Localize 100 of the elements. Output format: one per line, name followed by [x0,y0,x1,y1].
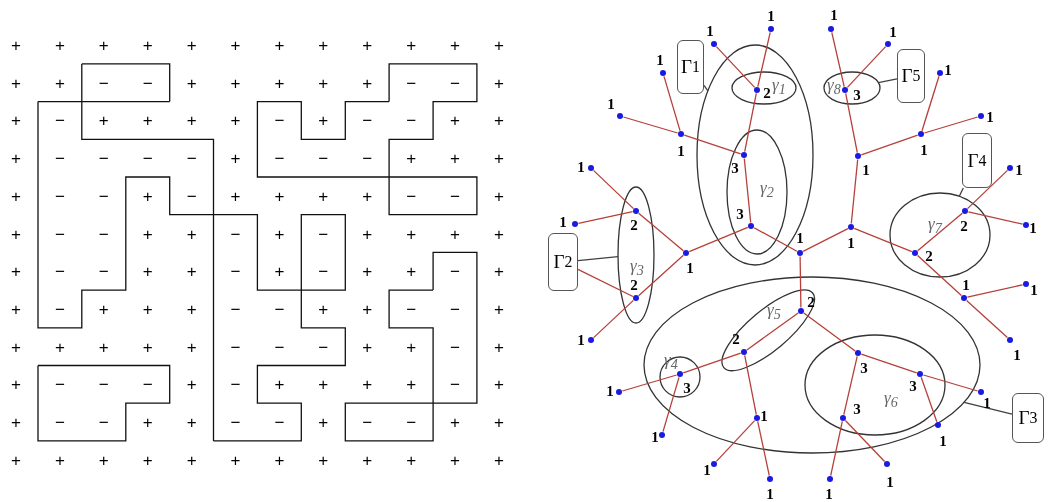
vertex-dot [962,208,968,214]
grid-sign: − [142,74,153,92]
vertex-label: 3 [853,87,861,103]
grid-sign: + [186,111,197,129]
vertex-label: 1 [656,52,664,68]
vertex-dot [754,87,760,93]
vertex-label: 3 [683,380,691,396]
grid-sign: − [450,300,460,318]
grid-sign: − [450,338,460,356]
grid-sign: + [142,187,153,205]
grid-sign: + [11,451,21,469]
vertex-dot [633,295,639,301]
grid-sign: + [142,338,153,356]
vertex-dot [741,349,747,355]
grid-sign: + [450,225,460,242]
vertex-dot [918,131,924,137]
vertex-label: 1 [706,23,714,39]
vertex-dot [935,422,941,428]
vertex-label: 1 [796,230,804,246]
tree-edge [967,211,1024,225]
grid-sign: + [230,149,241,167]
grid-sign: + [11,413,21,431]
grid-sign: − [230,413,241,431]
vertex-dot [855,350,861,356]
tree-edge [802,227,849,253]
tree-edge [746,312,799,351]
contour-ellipse [732,72,796,104]
grid-sign: + [406,375,417,393]
grid-sign: + [274,36,285,54]
grid-sign: + [186,74,197,92]
vertex-label: 1 [886,474,894,490]
grid-sign: + [11,187,21,205]
ellipse-label: γ$_{5}$ [767,300,781,324]
grid-sign: − [98,225,109,242]
tree-edge [688,226,749,253]
grid-sign: + [98,451,109,469]
tree-edge [846,45,887,89]
vertex-label: 1 [862,162,870,178]
vertex-dot [912,250,918,256]
grid-sign: + [450,111,460,129]
grid-sign: − [406,187,417,205]
grid-sign: − [54,111,65,129]
grid-sign: + [11,375,21,393]
grid-sign: + [318,413,329,431]
vertex-label: 1 [962,277,970,293]
grid-sign: + [362,375,373,393]
tree-edge [921,75,940,132]
grid-sign: − [98,375,109,393]
vertex-dot [884,461,890,467]
grid-sign: + [362,451,373,469]
vertex-label: 1 [760,408,768,424]
tree-edge [662,376,680,433]
grid-sign: + [406,451,417,469]
vertex-label: 1 [703,462,711,478]
grid-sign: + [11,225,21,242]
vertex-label: 3 [860,360,868,376]
leader-line [963,401,1013,415]
vertex-dot [917,371,923,377]
vertex-dot [659,432,665,438]
grid-sign: + [318,36,329,54]
vertex-label: 1 [889,24,897,40]
ellipse-label: γ$_{3}$ [630,256,644,280]
grid-sign: + [493,338,504,356]
vertex-label: 1 [1030,282,1038,298]
contour-ellipse [727,130,787,254]
grid-sign: − [406,111,417,129]
grid-sign: − [230,262,241,280]
grid-sign: + [406,262,417,280]
vertex-dot [798,308,804,314]
grid-sign: + [186,413,197,431]
grid-sign: + [406,225,417,242]
grid-sign: + [142,225,153,242]
leader-line [703,84,709,92]
tree-edge [916,254,963,297]
vertex-label: 1 [686,260,694,276]
ellipse-label: γ$_{2}$ [760,178,774,202]
leader-line [877,78,898,84]
vertex-label: 1 [944,62,952,78]
vertex-label: 1 [607,96,615,112]
grid-sign: + [230,451,241,469]
ellipse-label: γ$_{1}$ [772,75,786,99]
tree-edge [592,169,635,210]
tree-edge [744,354,757,416]
grid-sign: + [362,187,373,205]
vertex-dot [978,113,984,119]
grid-sign: + [54,338,65,356]
tree-edge [577,268,634,298]
grid-sign: + [186,338,197,356]
tree-edge [917,212,963,252]
grid-sign: + [186,300,197,318]
grid-sign: + [493,375,504,393]
grid-sign: + [450,149,460,167]
grid-sign: − [318,338,329,356]
grid-sign: + [493,300,504,318]
grid-sign: + [493,262,504,280]
grid-sign: + [493,451,504,469]
grid-sign: + [318,74,329,92]
grid-sign: − [230,300,241,318]
vertex-label: 1 [1029,220,1037,236]
vertex-dot [678,131,684,137]
